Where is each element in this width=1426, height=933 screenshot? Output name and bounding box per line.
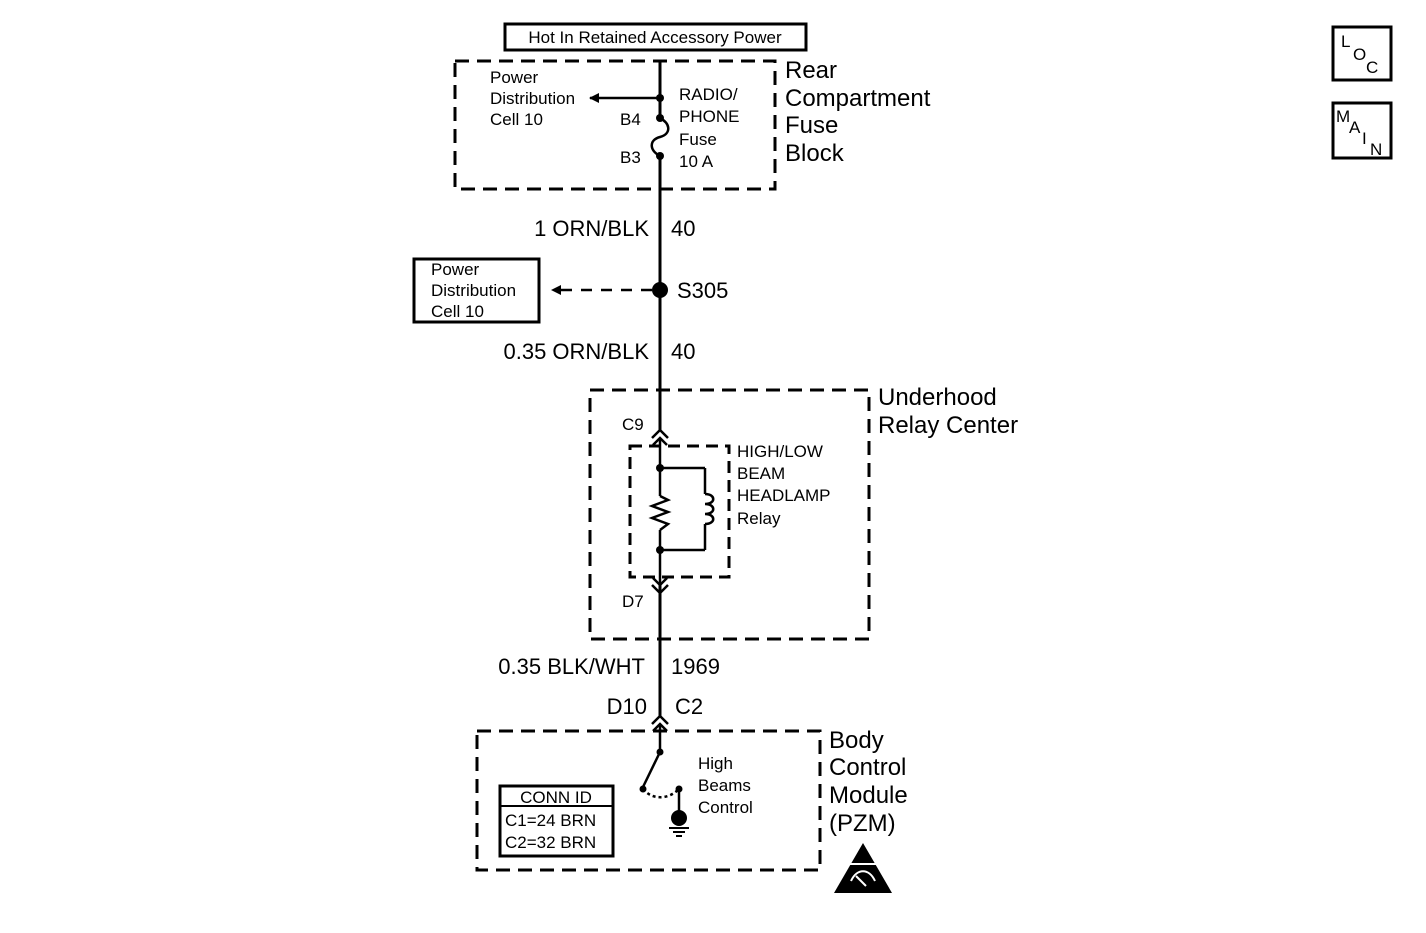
fuse-block-name-1: Rear (785, 57, 837, 84)
bcm-connector-c2: C2 (675, 694, 703, 719)
fuse-icon (650, 94, 670, 160)
fuse-label-1: RADIO/ (679, 85, 738, 104)
main-letter-n: N (1370, 140, 1382, 159)
splice-power-dist-3: Cell 10 (431, 302, 484, 321)
bcm-control-1: High (698, 754, 733, 773)
fuse-power-dist-2: Distribution (490, 89, 575, 108)
splice-power-dist-1: Power (431, 260, 480, 279)
loc-button[interactable]: L O C (1331, 25, 1393, 82)
title-text: Hot In Retained Accessory Power (528, 28, 782, 47)
bcm-control-3: Control (698, 798, 753, 817)
connector-d7-icon (651, 584, 669, 595)
fuse-power-dist-1: Power (490, 68, 539, 87)
wire-3-gauge: 0.35 BLK/WHT (498, 654, 645, 679)
switch-pivot (656, 748, 664, 756)
fuse-label-4: 10 A (679, 152, 714, 171)
fuse-block-name-4: Block (785, 140, 845, 167)
bcm-name-3: Module (829, 782, 908, 809)
fuse-label-3: Fuse (679, 130, 717, 149)
esd-warning-icon (834, 843, 892, 893)
splice-power-dist-2: Distribution (431, 281, 516, 300)
relay-center-name-1: Underhood (878, 384, 997, 411)
relay-icon (648, 436, 715, 587)
fuse-power-dist-3: Cell 10 (490, 110, 543, 129)
ground-icon (669, 810, 689, 837)
relay-pin-d7: D7 (622, 592, 644, 611)
fuse-block: Rear Compartment Fuse Block Power Distri… (453, 57, 931, 191)
switch-contact-right (675, 785, 683, 793)
connector-c2-icon (651, 714, 669, 725)
fuse-block-name-2: Compartment (785, 85, 931, 112)
fuse-label-2: PHONE (679, 107, 739, 126)
switch-contact-left (639, 785, 647, 793)
loc-letter-o: O (1353, 45, 1366, 64)
wire-2-gauge: 0.35 ORN/BLK (503, 339, 649, 364)
wire-3-circuit: 1969 (671, 654, 720, 679)
main-letter-i: I (1362, 129, 1367, 148)
bcm-name-2: Control (829, 754, 906, 781)
wire-2-circuit: 40 (671, 339, 695, 364)
relay-label-3: HEADLAMP (737, 486, 831, 505)
relay-node-top (656, 464, 664, 472)
bcm-pin-d10: D10 (607, 694, 647, 719)
bcm-name-4: (PZM) (829, 810, 896, 837)
splice-id: S305 (677, 278, 728, 303)
bcm-control-2: Beams (698, 776, 751, 795)
conn-id-row-2: C2=32 BRN (505, 833, 596, 852)
relay-label-4: Relay (737, 509, 781, 528)
relay-node-bottom (656, 546, 664, 554)
conn-id-table: CONN ID C1=24 BRN C2=32 BRN (498, 784, 615, 858)
conn-id-title: CONN ID (520, 788, 592, 807)
title-box: Hot In Retained Accessory Power (503, 22, 808, 52)
main-letter-m: M (1336, 107, 1350, 126)
splice-s305: S305 Power Distribution Cell 10 (412, 257, 728, 324)
main-letter-a: A (1349, 118, 1361, 137)
relay-center-name-2: Relay Center (878, 412, 1018, 439)
connector-c9-icon (651, 428, 669, 439)
fuse-pin-b3: B3 (620, 148, 641, 167)
wire-1-circuit: 40 (671, 216, 695, 241)
relay-label-2: BEAM (737, 464, 785, 483)
wire-1-gauge: 1 ORN/BLK (534, 216, 649, 241)
main-button[interactable]: M A I N (1331, 101, 1393, 160)
relay-center: Underhood Relay Center C9 D7 HIGH/LOW BE… (588, 384, 1018, 641)
loc-letter-l: L (1341, 32, 1350, 51)
body-control-module: D10 C2 Body Control Module (PZM) High Be… (475, 694, 908, 893)
relay-label-1: HIGH/LOW (737, 442, 823, 461)
conn-id-row-1: C1=24 BRN (505, 811, 596, 830)
loc-letter-c: C (1366, 58, 1378, 77)
relay-pin-c9: C9 (622, 415, 644, 434)
fuse-pin-b4: B4 (620, 110, 641, 129)
fuse-block-name-3: Fuse (785, 112, 838, 139)
bcm-name-1: Body (829, 727, 884, 754)
switch-icon (641, 722, 681, 812)
